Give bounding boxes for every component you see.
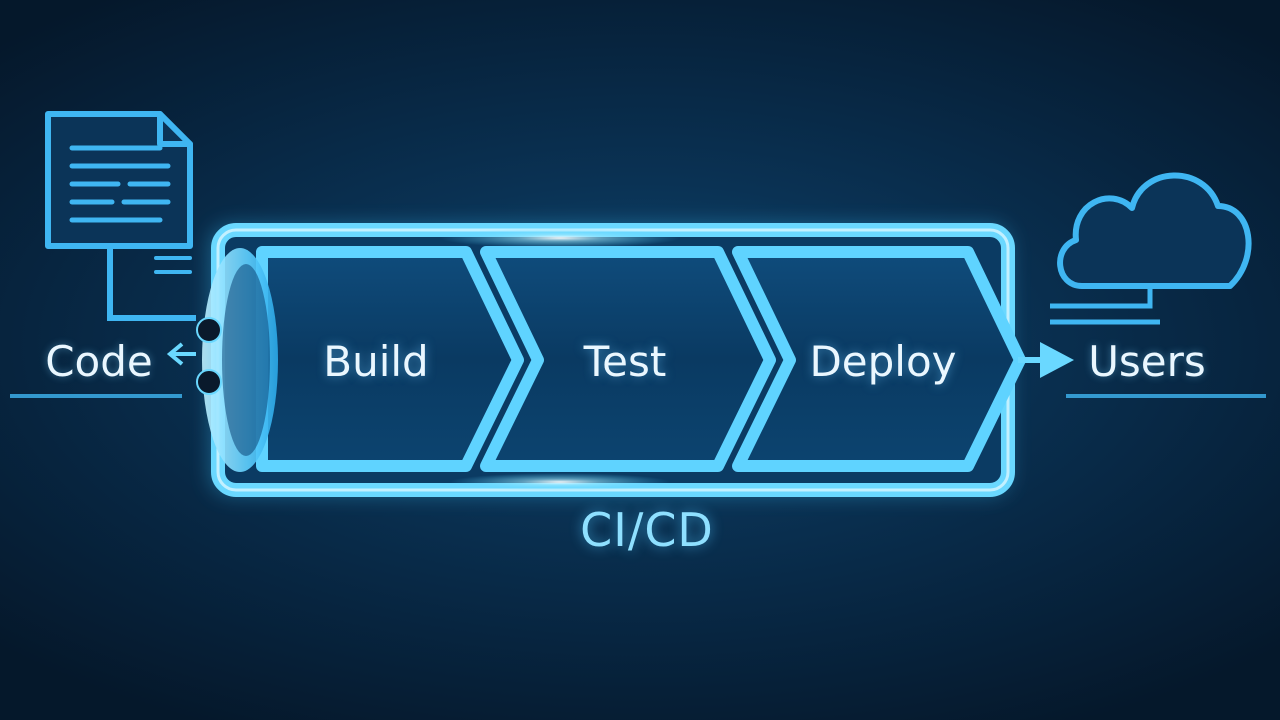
stage-label-build: Build (323, 337, 429, 386)
cloud-connector (1050, 286, 1160, 325)
flare-bottom (450, 473, 670, 491)
tube-input-cap-inner (222, 264, 270, 456)
stage-label-deploy: Deploy (809, 337, 957, 386)
cloud-icon (1057, 172, 1252, 289)
output-arrow-head (1040, 342, 1074, 378)
stage-label-test: Test (583, 337, 667, 386)
target-label: Users (1088, 337, 1206, 386)
code-arrow (166, 342, 196, 366)
source-label: Code (45, 337, 153, 386)
stage-segment-deploy (732, 246, 1026, 472)
document-icon (45, 111, 193, 274)
flare-top (440, 228, 680, 248)
document-connector (107, 246, 196, 321)
connector-dot-bottom (196, 369, 222, 395)
connector-dot-top (196, 317, 222, 343)
pipeline-caption: CI/CD (580, 503, 714, 557)
stage-segment-test (480, 246, 776, 472)
